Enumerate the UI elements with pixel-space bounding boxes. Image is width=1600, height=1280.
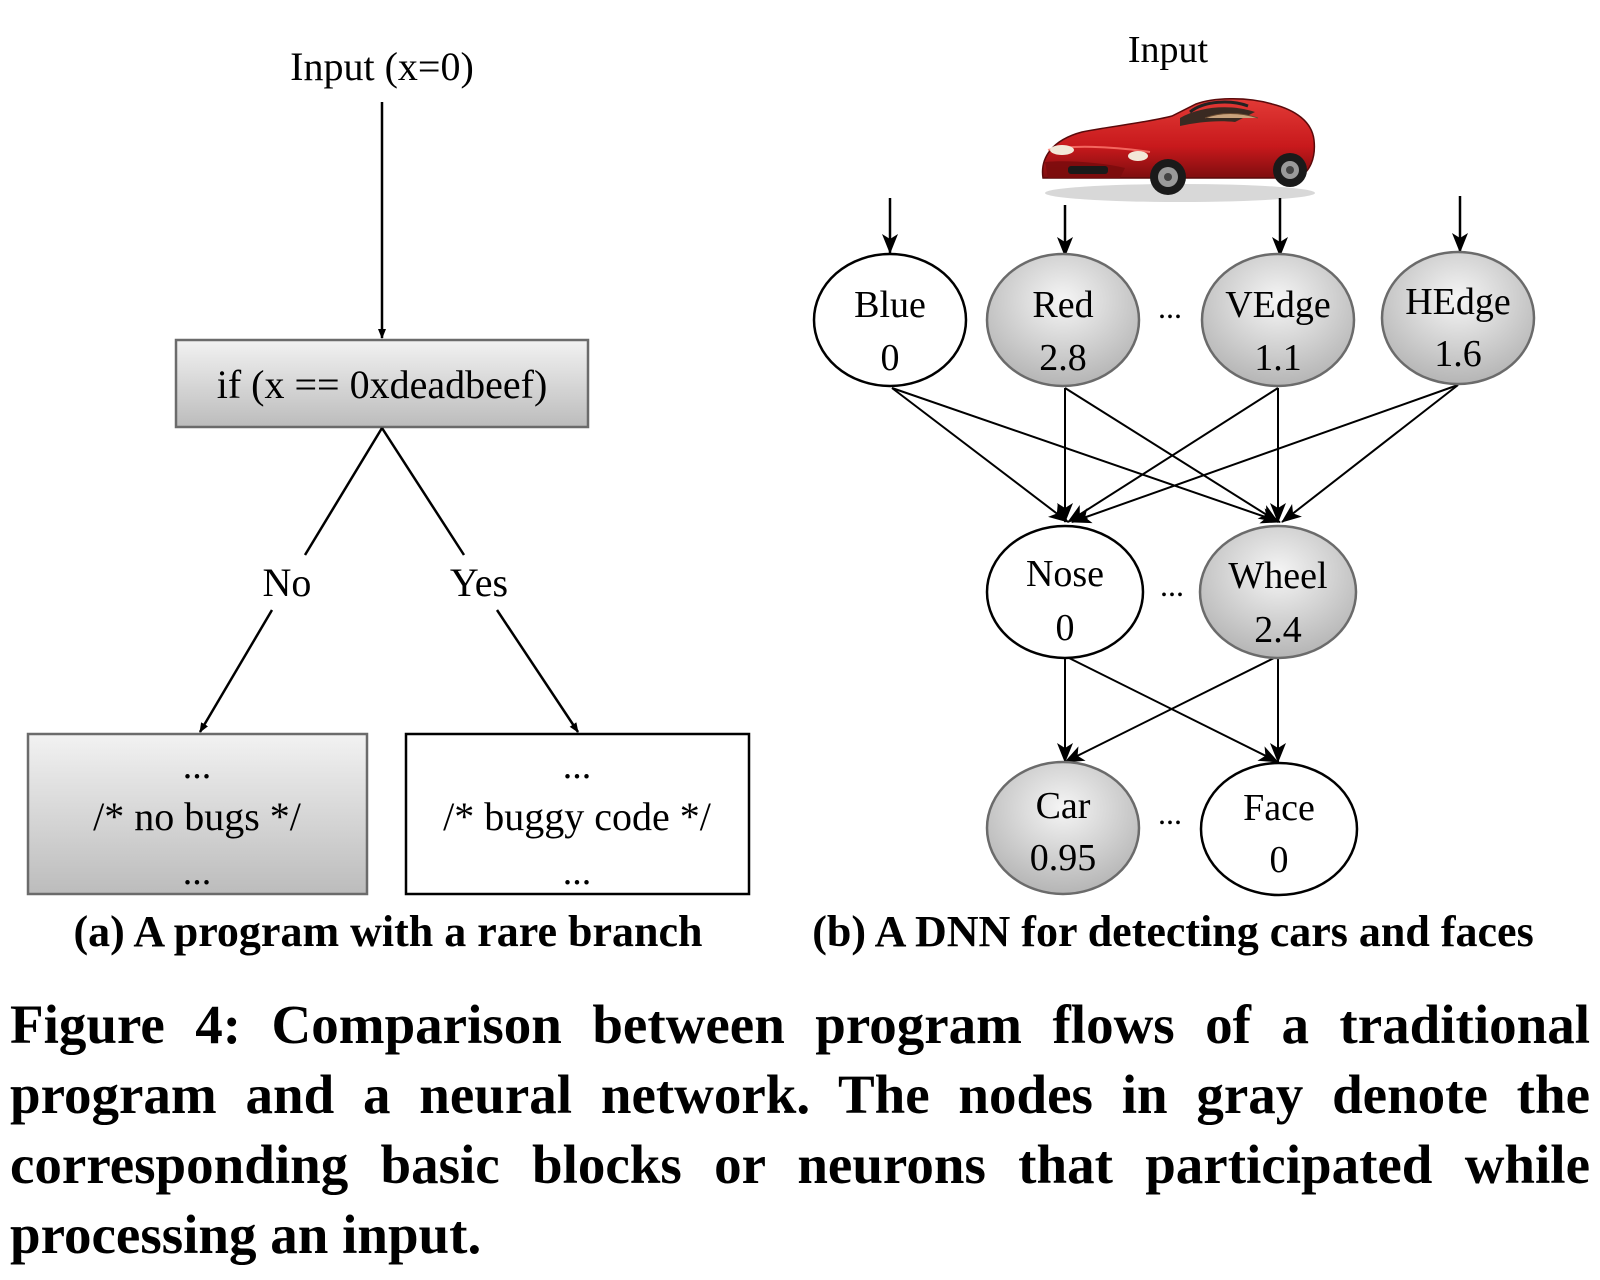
edge-blue-wheel <box>891 387 1281 524</box>
neuron-face: Face 0 <box>1199 761 1359 897</box>
panel-b: Input <box>812 29 1536 956</box>
branch-yes-edge-upper <box>380 427 466 556</box>
layer2-ellipsis: ... <box>1160 567 1184 603</box>
no-bugs-block <box>26 732 369 896</box>
buggy-code-line2: /* buggy code */ <box>443 794 712 839</box>
dnn-input-label: Input <box>1128 29 1209 71</box>
no-bugs-line1: ... <box>183 745 212 787</box>
neuron-blue-name: Blue <box>854 284 926 326</box>
neuron-hedge: HEdge 1.6 <box>1380 250 1536 386</box>
neuron-face-value: 0 <box>1270 839 1289 881</box>
layer3-ellipsis: ... <box>1158 795 1182 831</box>
figure-caption: Figure 4: Comparison between program flo… <box>10 994 1590 1265</box>
edge-blue-nose <box>891 387 1069 523</box>
neuron-vedge: VEdge 1.1 <box>1200 252 1356 388</box>
neuron-wheel-name: Wheel <box>1228 555 1327 597</box>
neuron-blue-value: 0 <box>881 337 900 379</box>
program-input-label: Input (x=0) <box>290 44 474 89</box>
condition-block <box>174 338 590 429</box>
panel-a-caption: (a) A program with a rare branch <box>74 907 703 956</box>
neuron-car-name: Car <box>1036 785 1091 827</box>
no-bugs-line3: ... <box>183 851 212 893</box>
neuron-vedge-name: VEdge <box>1225 284 1331 326</box>
edge-hedge-wheel <box>1281 384 1459 523</box>
neuron-red-value: 2.8 <box>1039 337 1087 379</box>
branch-no-edge-upper <box>303 427 384 556</box>
neuron-red: Red 2.8 <box>985 252 1141 388</box>
branch-no-edge-lower <box>198 609 274 733</box>
edge-vedge-nose <box>1067 387 1279 523</box>
neuron-hedge-value: 1.6 <box>1434 333 1482 375</box>
neuron-car: Car 0.95 <box>985 760 1141 896</box>
neuron-nose: Nose 0 <box>985 524 1145 660</box>
no-bugs-line2: /* no bugs */ <box>93 794 302 839</box>
branch-no-label: No <box>263 560 312 605</box>
buggy-code-line1: ... <box>563 745 592 787</box>
neuron-face-name: Face <box>1243 787 1315 829</box>
neuron-nose-value: 0 <box>1056 607 1075 649</box>
neuron-blue: Blue 0 <box>812 252 968 388</box>
edge-wheel-car <box>1064 655 1279 763</box>
neuron-wheel-value: 2.4 <box>1254 609 1302 651</box>
edge-hedge-nose <box>1071 384 1459 524</box>
buggy-code-line3: ... <box>563 851 592 893</box>
neuron-red-name: Red <box>1032 284 1093 326</box>
layer1-ellipsis: ... <box>1158 289 1182 325</box>
neuron-nose-name: Nose <box>1026 553 1104 595</box>
neuron-wheel: Wheel 2.4 <box>1198 524 1358 660</box>
branch-yes-label: Yes <box>450 560 508 605</box>
panel-b-caption: (b) A DNN for detecting cars and faces <box>812 907 1533 956</box>
neuron-hedge-name: HEdge <box>1405 281 1511 323</box>
neuron-car-value: 0.95 <box>1030 837 1097 879</box>
buggy-code-block <box>404 732 751 896</box>
condition-text: if (x == 0xdeadbeef) <box>217 362 548 407</box>
neuron-vedge-value: 1.1 <box>1254 337 1302 379</box>
branch-yes-edge-lower <box>495 609 580 733</box>
panel-a: Input (x=0) if (x == 0xdeadbeef) No Yes … <box>26 44 751 956</box>
red-convertible-car-image <box>1041 97 1316 202</box>
